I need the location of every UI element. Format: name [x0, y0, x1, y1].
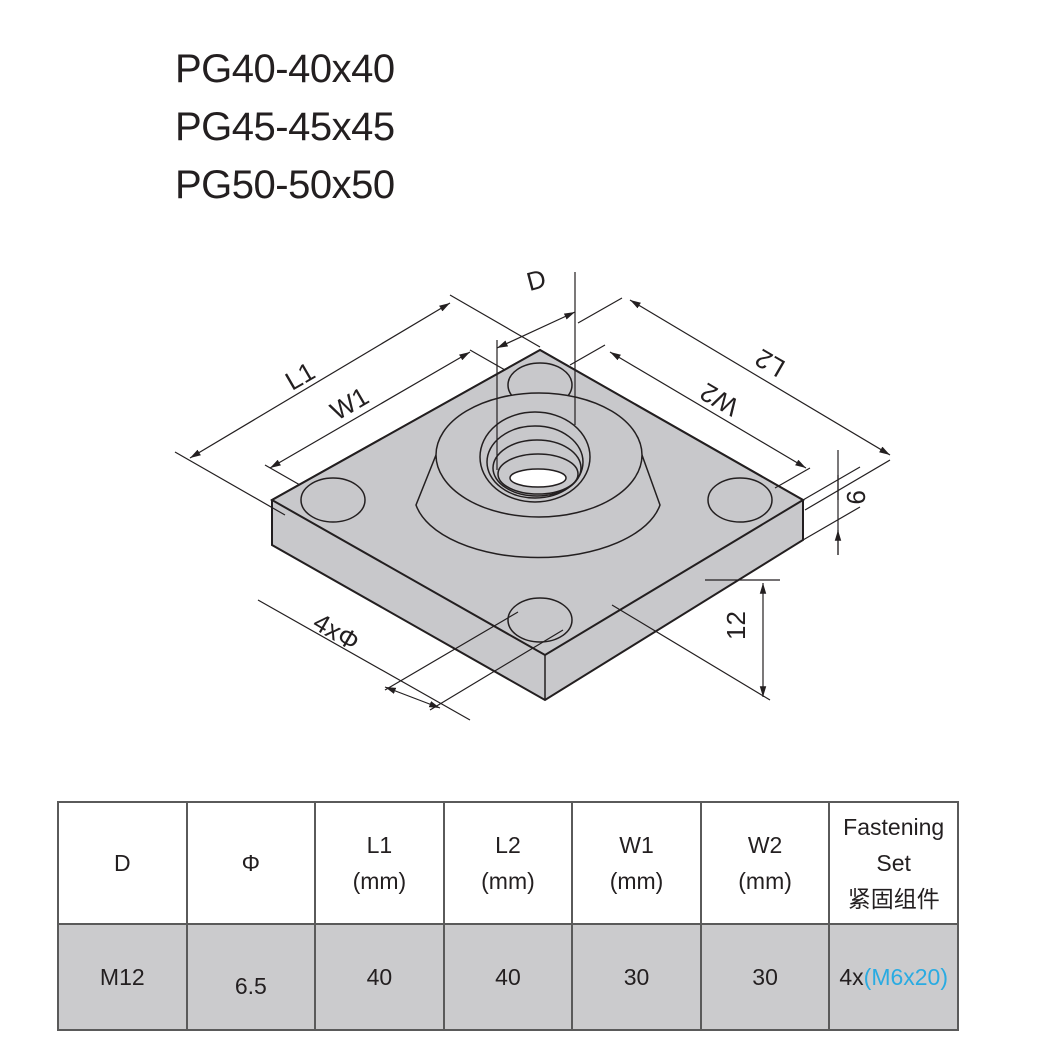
cell-l2: 40	[442, 923, 574, 1031]
header-w2: W2(mm)	[699, 801, 831, 925]
dim-label-height: 12	[721, 611, 751, 640]
model-name: PG50-50x50	[175, 163, 395, 207]
mount-hole	[300, 477, 366, 523]
fastening-part: (M6x20)	[863, 963, 949, 990]
dim-label-holes: 4xΦ	[308, 607, 365, 657]
dim-label-w2: W2	[695, 377, 744, 422]
dim-label-w1: W1	[325, 381, 374, 426]
model-list: PG40-40x40 PG45-45x45 PG50-50x50	[175, 40, 395, 214]
header-phi: Φ	[185, 801, 317, 925]
cell-w1: 30	[571, 923, 702, 1031]
spec-table: D Φ L1(mm) L2(mm) W1(mm) W2(mm) Fastenin…	[57, 801, 959, 1031]
cell-l1: 40	[314, 923, 445, 1031]
header-d: D	[57, 801, 188, 925]
model-name: PG45-45x45	[175, 105, 395, 149]
table-header-row: D Φ L1(mm) L2(mm) W1(mm) W2(mm) Fastenin…	[57, 801, 959, 925]
dim-label-d: D	[523, 263, 549, 297]
cell-w2: 30	[699, 923, 831, 1031]
cell-phi: 6.5	[185, 923, 317, 1031]
header-l2: L2(mm)	[442, 801, 574, 925]
dim-label-l2: L2	[750, 343, 790, 383]
cell-d: M12	[57, 923, 188, 1031]
foot-plate-drawing: D L1 W1 L2 W2 9 12 4xΦ	[174, 263, 891, 721]
header-w1: W1(mm)	[571, 801, 702, 925]
mount-hole	[507, 597, 573, 643]
header-l1: L1(mm)	[314, 801, 445, 925]
dim-label-l1: L1	[280, 356, 320, 396]
dim-label-thickness: 9	[841, 490, 871, 504]
table-row: M12 6.5 40 40 30 30 4x(M6x20)	[57, 923, 959, 1031]
model-name: PG40-40x40	[175, 47, 395, 91]
mount-hole	[707, 477, 773, 523]
cell-fastening-set: 4x(M6x20)	[828, 923, 959, 1031]
